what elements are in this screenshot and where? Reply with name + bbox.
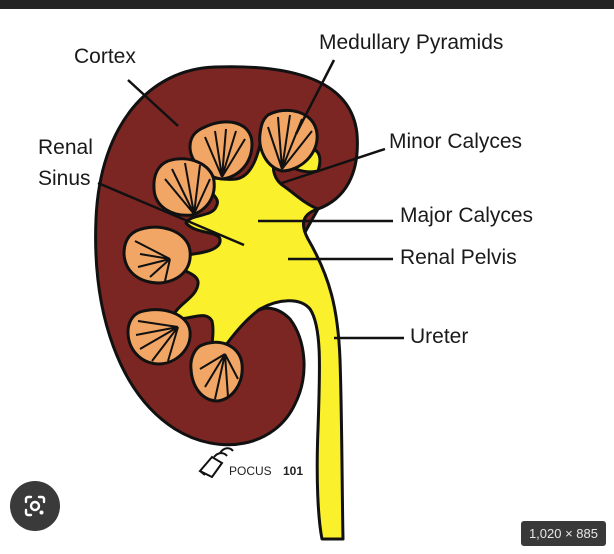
- kidney-diagram: Cortex Medullary Pyramids Minor Calyces …: [38, 31, 533, 541]
- label-major-calyces: Major Calyces: [400, 204, 533, 227]
- ultrasound-probe-icon: [198, 447, 234, 479]
- pocus-logo: POCUS 101: [198, 447, 303, 479]
- label-renal-sinus-line2: Sinus: [38, 167, 91, 190]
- pyramid-5: [126, 308, 192, 366]
- google-lens-icon: [24, 495, 46, 517]
- image-frame: Cortex Medullary Pyramids Minor Calyces …: [0, 9, 614, 554]
- pocus-brand-name: POCUS: [229, 464, 272, 478]
- label-ureter: Ureter: [410, 325, 468, 348]
- leader-minor-calyces: [281, 147, 386, 185]
- pyramid-4: [122, 225, 192, 285]
- leader-renal-sinus: [97, 181, 245, 247]
- label-renal-sinus-line1: Renal: [38, 136, 93, 159]
- pocus-brand-number: 101: [283, 464, 303, 478]
- label-cortex: Cortex: [74, 45, 136, 68]
- leader-lines: [97, 59, 404, 340]
- label-renal-pelvis: Renal Pelvis: [400, 246, 517, 269]
- label-minor-calyces: Minor Calyces: [389, 130, 522, 153]
- label-medullary-pyramids: Medullary Pyramids: [319, 31, 503, 54]
- pyramid-3: [152, 157, 216, 217]
- leader-medullary-pyramids: [294, 59, 336, 135]
- image-dimensions-badge: 1,020 × 885: [520, 521, 606, 546]
- google-lens-button[interactable]: [10, 481, 60, 531]
- pyramid-6: [189, 340, 244, 403]
- leader-cortex: [127, 79, 179, 127]
